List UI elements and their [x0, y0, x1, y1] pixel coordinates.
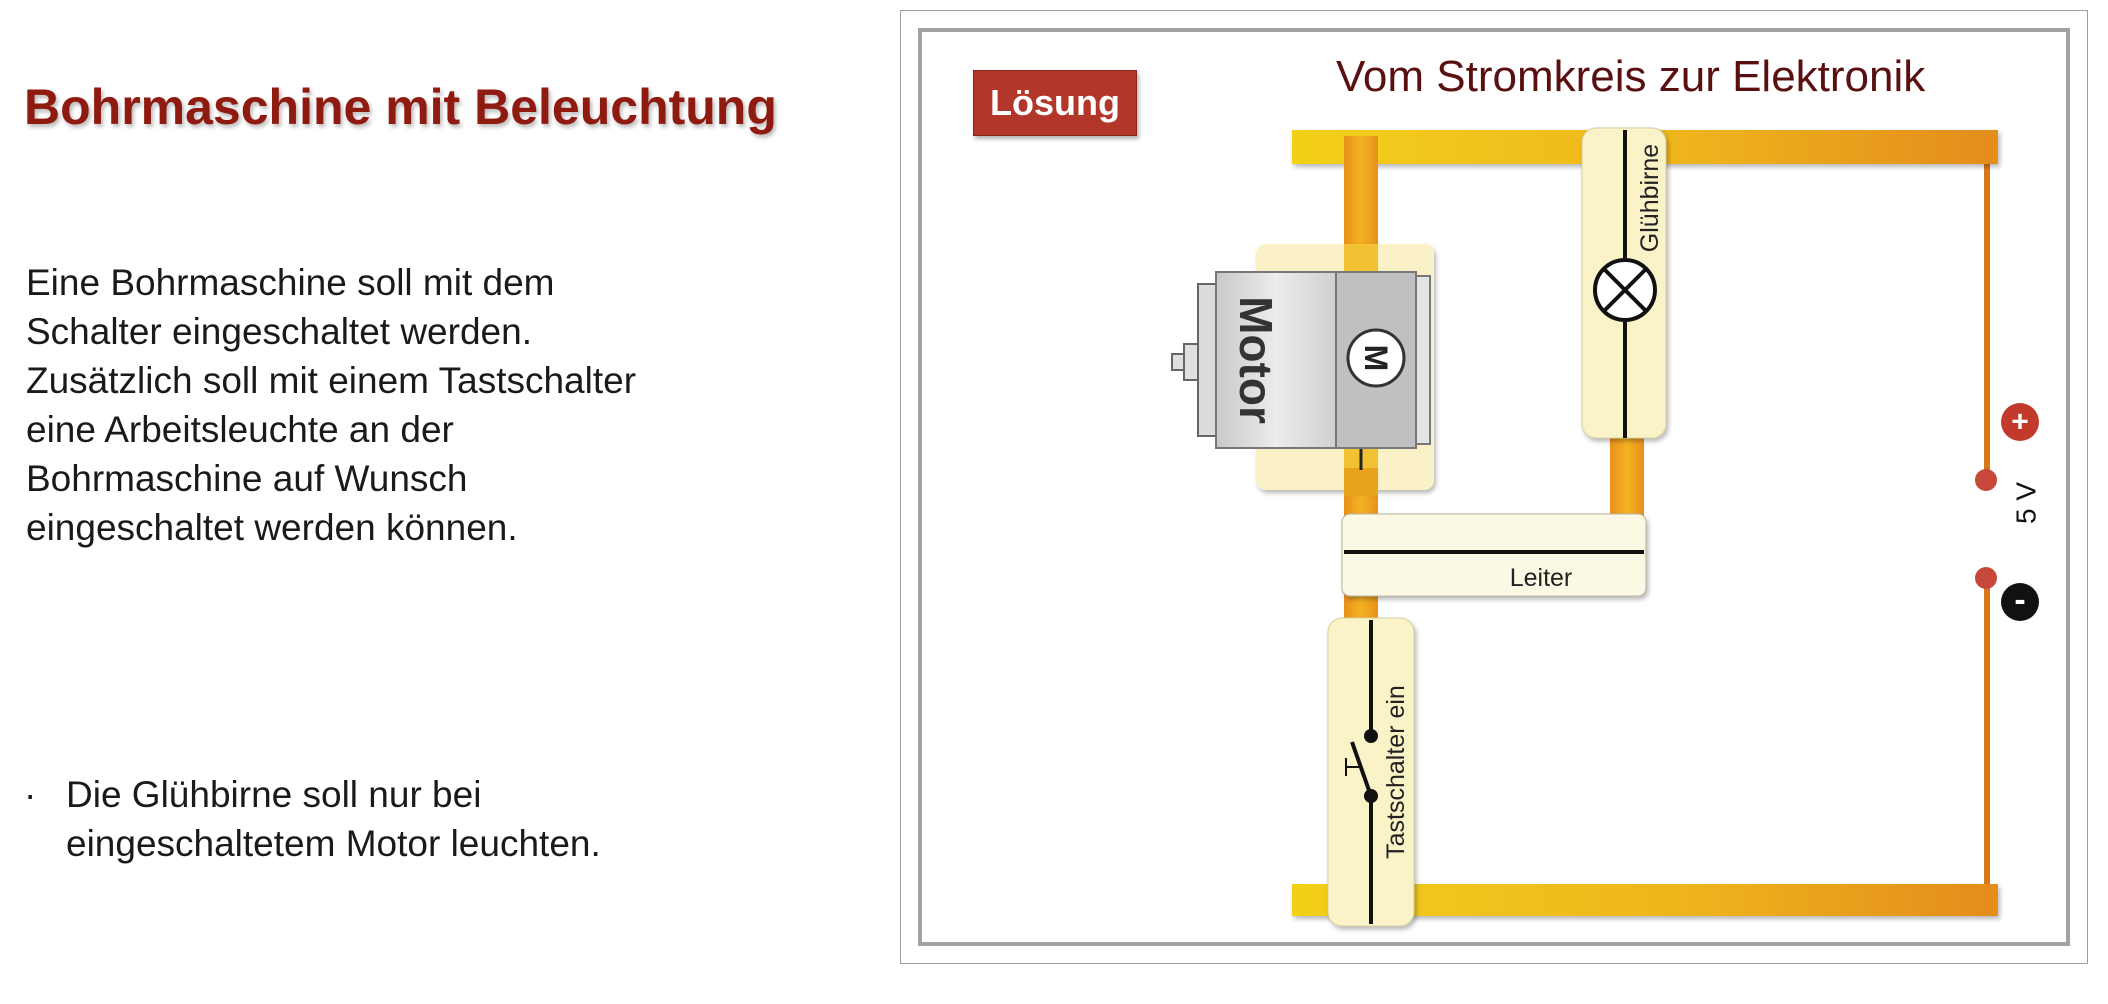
description-line: Zusätzlich soll mit einem Tastschalter [26, 360, 637, 401]
voltage-source: + - 5 V [1975, 403, 2042, 621]
motor-component[interactable]: Motor M [1171, 244, 1434, 496]
solution-button[interactable]: Lösung [973, 70, 1137, 136]
wire-right-upper [1984, 136, 1990, 480]
motor-symbol-circle [1346, 328, 1406, 388]
negative-terminal[interactable] [1975, 567, 1997, 589]
description-line: Eine Bohrmaschine soll mit dem [26, 262, 555, 303]
description-line: Schalter eingeschaltet werden. [26, 311, 532, 352]
circuit-diagram: Motor M Glühbirne Leiter Tastschalter ei… [1171, 127, 2042, 927]
diagram-title: Vom Stromkreis zur Elektronik [1336, 52, 1926, 101]
conductor-component[interactable]: Leiter [1341, 513, 1647, 597]
bullet-marker: · [24, 774, 37, 815]
page-title: Bohrmaschine mit Beleuchtung [24, 79, 777, 135]
switch-lever [1350, 741, 1373, 797]
plus-icon [2001, 403, 2039, 441]
plus-symbol: + [2011, 406, 2029, 439]
conductor-label: Leiter [1510, 564, 1573, 592]
minus-symbol: - [2014, 581, 2025, 619]
voltage-label: 5 V [2011, 482, 2042, 524]
task-description: Eine Bohrmaschine soll mit dem Schalter … [26, 258, 786, 552]
description-line: eine Arbeitsleuchte an der [26, 409, 454, 450]
lamp-component[interactable]: Glühbirne [1581, 127, 1667, 439]
motor-label: Motor [1230, 296, 1282, 424]
motor-symbol: M [1358, 345, 1394, 372]
bullet-line: eingeschaltetem Motor leuchten. [66, 823, 601, 864]
minus-icon [2001, 583, 2039, 621]
description-line: eingeschaltet werden können. [26, 507, 518, 548]
description-line: Bohrmaschine auf Wunsch [26, 458, 468, 499]
push-switch-component[interactable]: Tastschalter ein [1327, 617, 1415, 927]
positive-terminal[interactable] [1975, 469, 1997, 491]
lamp-label: Glühbirne [1636, 144, 1664, 252]
bullet-line: Die Glühbirne soll nur bei [66, 774, 482, 815]
diagram-inner-frame [918, 28, 2070, 946]
wire-right-lower [1984, 578, 1990, 904]
bullet-text: Die Glühbirne soll nur bei eingeschaltet… [66, 770, 601, 868]
push-switch-label: Tastschalter ein [1382, 685, 1410, 859]
